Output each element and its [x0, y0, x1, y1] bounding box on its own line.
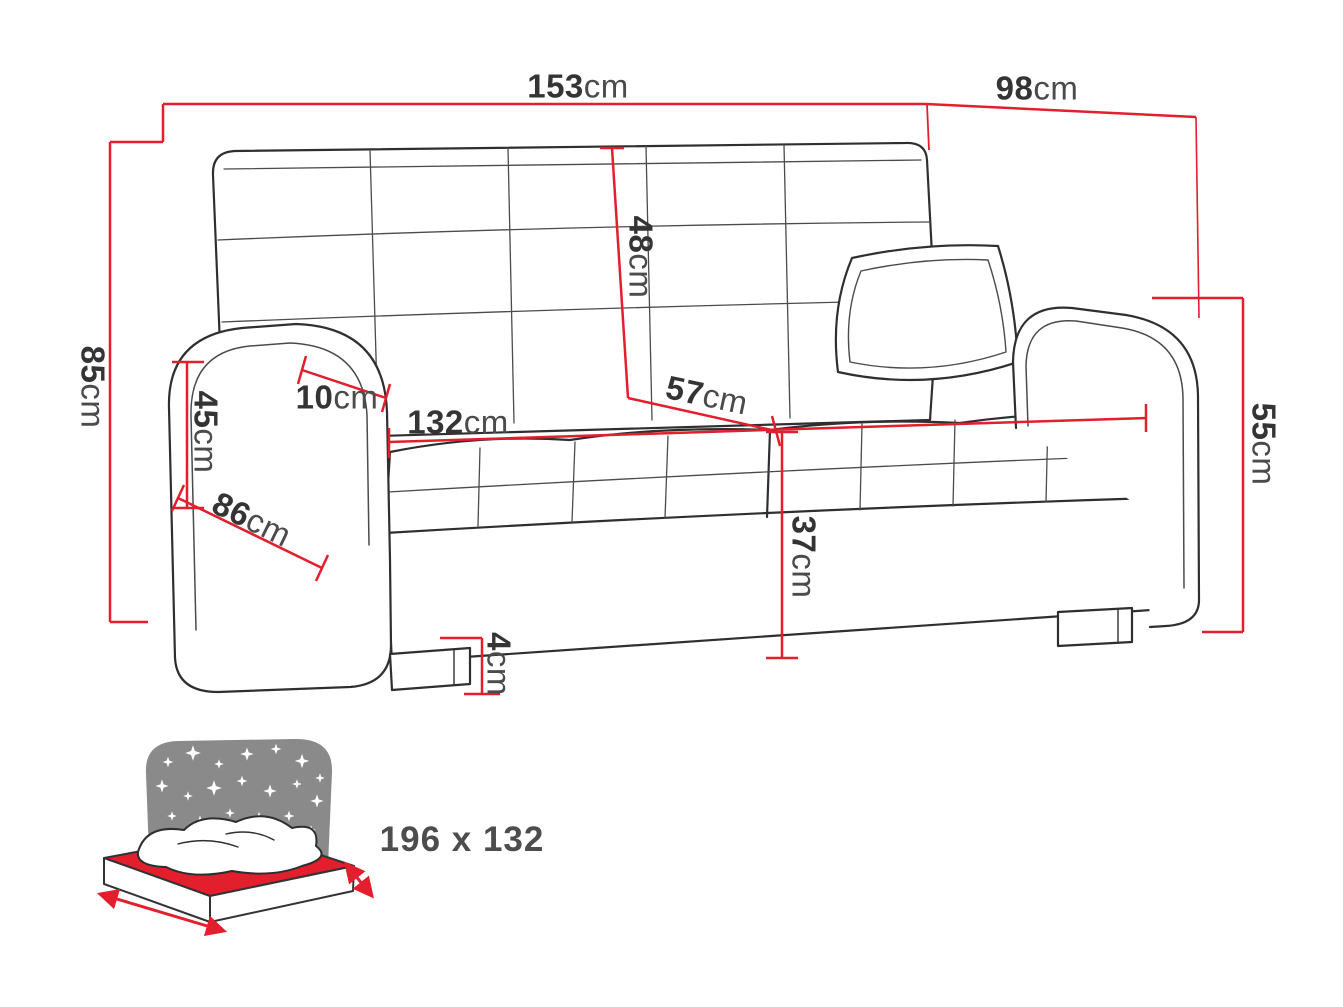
dim-armrest-width: 10cm: [295, 378, 379, 416]
sofa-left-armrest: [167, 322, 393, 694]
bed-depth-arrow: [344, 861, 374, 899]
dim-overall-width: 153cm: [527, 67, 629, 105]
sofa-backrest: [211, 141, 938, 442]
dim-leg-height: 4cm: [480, 632, 518, 696]
sofa-pillow: [834, 244, 1020, 382]
sofa-right-armrest: [1011, 306, 1201, 629]
dimension-lines: [108, 102, 1245, 696]
sofa-seat: [383, 411, 1155, 664]
dim-backrest-height: 48cm: [622, 215, 660, 299]
bed-sheet: [136, 815, 323, 876]
sleeping-area-label: 196 x 132: [379, 820, 545, 859]
dim-armrest-inner-height: 45cm: [187, 390, 225, 474]
dim-seat-height: 37cm: [785, 515, 823, 599]
dim-overall-height: 85cm: [74, 345, 112, 429]
dim-overall-depth: 98cm: [995, 69, 1079, 107]
dim-seat-width: 132cm: [407, 403, 509, 441]
bed-icon: [96, 738, 374, 936]
sofa-legs: [388, 606, 1134, 692]
dim-armrest-outer-height: 55cm: [1245, 402, 1283, 486]
bed-width-arrow: [96, 889, 228, 936]
